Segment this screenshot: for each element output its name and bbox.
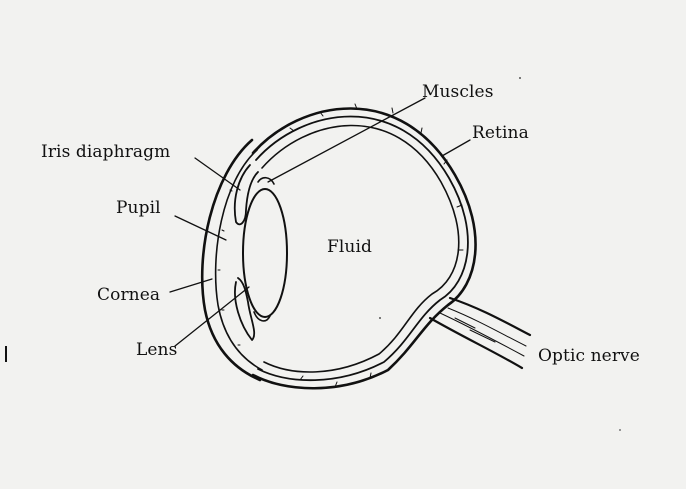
lens [243, 189, 287, 317]
label-muscles: Muscles [422, 82, 494, 102]
leader-retina [442, 140, 470, 156]
label-lens: Lens [136, 340, 177, 360]
label-fluid: Fluid [327, 237, 372, 257]
label-cornea: Cornea [97, 285, 160, 305]
leader-pupil [175, 216, 226, 240]
label-retina: Retina [472, 123, 529, 143]
iris-lower [235, 278, 254, 340]
ciliary-upper [258, 178, 274, 184]
optic-nerve-fibers [440, 308, 526, 356]
wall-hatching [290, 104, 463, 387]
optic-nerve-lower [430, 318, 522, 368]
label-iris-diaphragm: Iris diaphragm [41, 142, 170, 162]
label-pupil: Pupil [116, 198, 161, 218]
cornea-outer [202, 140, 260, 380]
cornea-stipple [218, 190, 240, 345]
optic-nerve-upper [450, 298, 530, 335]
leader-lens [175, 287, 249, 346]
leader-cornea [170, 279, 212, 292]
label-optic-nerve: Optic nerve [538, 346, 640, 366]
